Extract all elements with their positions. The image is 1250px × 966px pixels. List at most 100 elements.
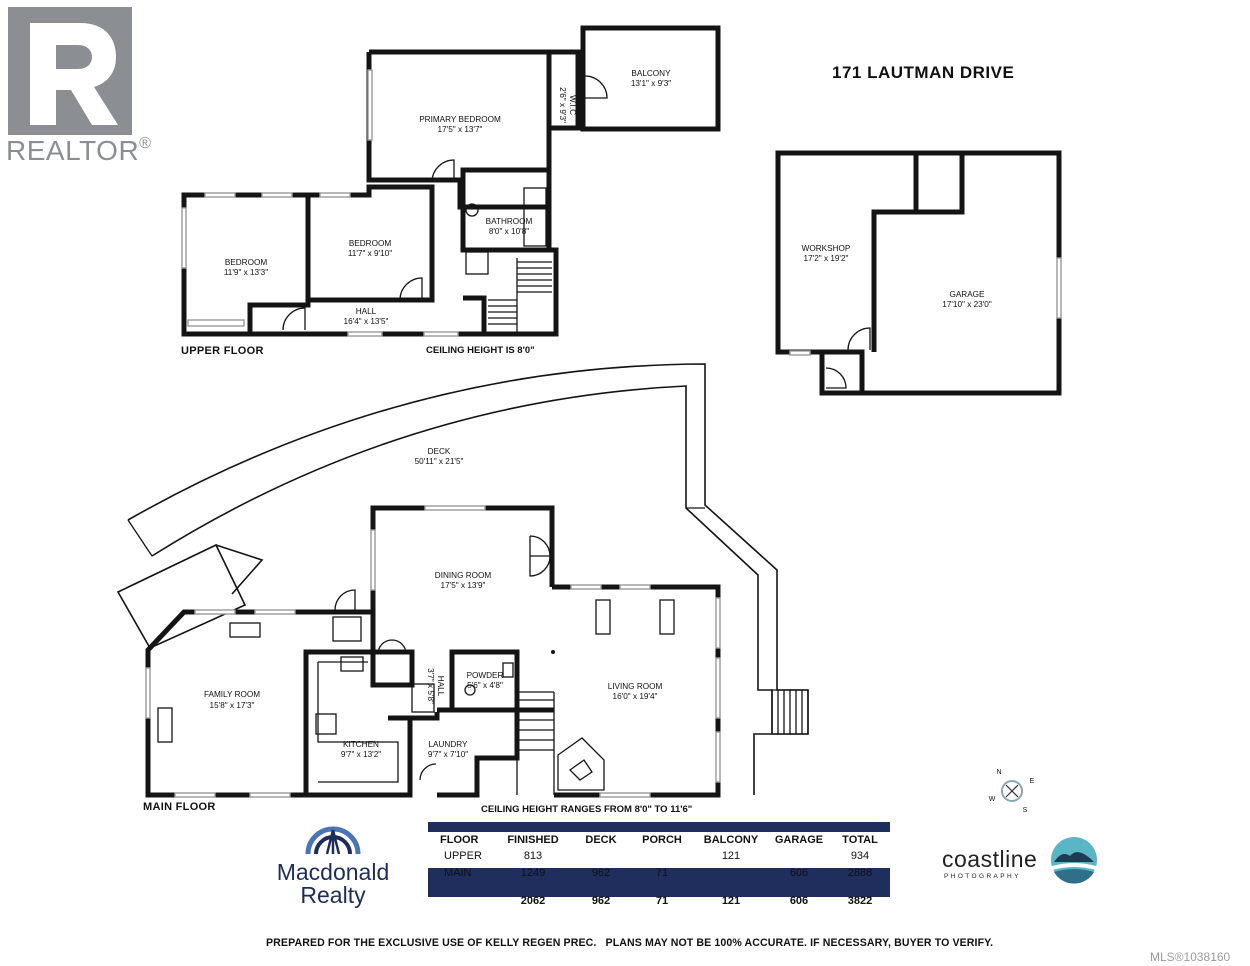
dining-name: DINING ROOM xyxy=(435,571,492,580)
table-totals-row: 2062 962 71 121 606 3822 xyxy=(428,892,890,909)
primary-bedroom-name: PRIMARY BEDROOM xyxy=(419,115,501,124)
bathroom-size: 8'0" x 10'8" xyxy=(489,227,529,236)
compass-icon: N S E W xyxy=(989,769,1035,814)
workshop-size: 17'2" x 19'2" xyxy=(804,254,849,263)
table-cell xyxy=(694,864,768,881)
table-header: TOTAL xyxy=(842,834,878,846)
coastline-wave-icon xyxy=(1051,837,1097,884)
table-cell xyxy=(768,847,830,864)
laundry-name: LAUNDRY xyxy=(429,740,469,749)
main-ceiling-note: CEILING HEIGHT RANGES FROM 8'0" TO 11'6" xyxy=(481,804,693,815)
table-cell: 962 xyxy=(591,866,611,879)
living-name: LIVING ROOM xyxy=(608,682,663,691)
table-header: FINISHED xyxy=(507,834,559,846)
macdonald-word: Macdonald xyxy=(276,859,390,885)
table-row: MAIN 1249 962 71 606 2888 xyxy=(428,864,890,881)
disclaimer: PREPARED FOR THE EXCLUSIVE USE OF KELLY … xyxy=(266,937,994,949)
upper-floor-plan xyxy=(181,25,721,337)
table-header: FLOOR xyxy=(440,834,479,846)
deck-name: DECK xyxy=(428,447,451,456)
balcony-name: BALCONY xyxy=(631,69,671,78)
table-cell: 962 xyxy=(591,894,611,907)
realty-word: Realty xyxy=(300,882,366,908)
table-cell: 1249 xyxy=(520,866,546,879)
table-cell: 606 xyxy=(789,894,809,907)
table-cell: MAIN xyxy=(444,866,472,879)
compass-n: N xyxy=(996,769,1001,776)
hall-upper-name: HALL xyxy=(356,307,377,316)
bathroom-name: BATHROOM xyxy=(486,217,533,226)
hall-main-size: 3'7" x 5'8" xyxy=(426,668,435,704)
bedroom1-size: 11'9" x 13'3" xyxy=(224,268,268,277)
garage-plan xyxy=(775,150,1062,396)
compass-w: W xyxy=(989,796,996,803)
family-size: 15'8" x 17'3" xyxy=(210,701,255,710)
workshop-name: WORKSHOP xyxy=(802,244,851,253)
realtor-text: REALTOR xyxy=(6,135,140,166)
laundry-size: 9'7" x 7'10" xyxy=(428,750,468,759)
balcony-size: 13'1" x 9'3" xyxy=(631,79,671,88)
compass-s: S xyxy=(1023,807,1028,814)
table-cell: 71 xyxy=(655,894,669,907)
hall-main-name: HALL xyxy=(436,676,445,697)
coastline-word: coastline xyxy=(942,846,1038,872)
macdonald-realty-logo: Macdonald Realty xyxy=(268,822,398,908)
table-mid-band xyxy=(428,868,890,885)
compass-e: E xyxy=(1030,778,1035,785)
main-floor-plan xyxy=(145,505,721,798)
deck-size: 50'11" x 21'5" xyxy=(415,457,464,466)
garage-size: 17'10" x 23'0" xyxy=(942,300,992,309)
bedroom2-name: BEDROOM xyxy=(349,239,391,248)
realtor-logo: REALTOR® xyxy=(6,7,151,167)
kitchen-size: 9'7" x 13'2" xyxy=(341,750,381,759)
bedroom2-size: 11'7" x 9'10" xyxy=(348,249,392,258)
realtor-r-icon xyxy=(8,7,132,135)
wic-name: W.I.C xyxy=(568,95,577,115)
realtor-mark: ® xyxy=(139,135,152,152)
mls-number: MLS®1038160 xyxy=(1150,950,1231,964)
table-cell xyxy=(630,847,694,864)
table-header: BALCONY xyxy=(703,834,759,846)
table-cell: 934 xyxy=(850,849,870,862)
property-address: 171 LAUTMAN DRIVE xyxy=(832,63,1015,82)
kitchen-name: KITCHEN xyxy=(343,740,379,749)
table-cell: 3822 xyxy=(847,894,873,907)
macdonald-compass-icon xyxy=(305,826,361,855)
table-header: GARAGE xyxy=(774,834,824,846)
primary-bedroom-size: 17'5" x 13'7" xyxy=(438,125,483,134)
table-top-band xyxy=(428,822,890,832)
table-cell: 121 xyxy=(721,849,741,862)
coastline-logo: coastline PHOTOGRAPHY xyxy=(942,836,1102,884)
upper-floor-label: UPPER FLOOR xyxy=(181,345,264,357)
upper-ceiling-note: CEILING HEIGHT IS 8'0" xyxy=(426,345,535,356)
powder-name: POWDER xyxy=(467,671,504,680)
table-cell: 71 xyxy=(655,866,669,879)
table-cell: UPPER xyxy=(444,849,482,862)
wic-size: 2'6" x 9'3" xyxy=(558,87,567,123)
coastline-sub: PHOTOGRAPHY xyxy=(944,873,1021,880)
table-header: PORCH xyxy=(642,834,682,846)
area-summary-table: FLOOR FINISHED DECK PORCH BALCONY GARAGE… xyxy=(428,833,890,909)
family-name: FAMILY ROOM xyxy=(204,690,260,699)
table-bottom-band xyxy=(428,885,890,897)
table-cell: 2888 xyxy=(847,866,873,879)
table-cell: 606 xyxy=(789,866,809,879)
garage-name: GARAGE xyxy=(949,290,985,299)
table-cell: 2062 xyxy=(520,894,546,907)
table-header: DECK xyxy=(585,834,617,846)
table-header-row: FLOOR FINISHED DECK PORCH BALCONY GARAGE… xyxy=(428,833,890,847)
bedroom1-name: BEDROOM xyxy=(225,258,267,267)
hall-upper-size: 16'4" x 13'5" xyxy=(344,317,389,326)
table-row: UPPER 813 121 934 xyxy=(428,847,890,864)
table-cell: 121 xyxy=(721,894,741,907)
table-cell xyxy=(428,892,494,909)
powder-size: 5'6" x 4'8" xyxy=(467,681,503,690)
deck-plan xyxy=(116,363,809,795)
table-cell: 813 xyxy=(523,849,543,862)
dining-size: 17'5" x 13'9" xyxy=(441,581,486,590)
room-labels: PRIMARY BEDROOM 17'5" x 13'7" W.I.C 2'6"… xyxy=(204,69,992,759)
living-size: 16'0" x 19'4" xyxy=(613,692,658,701)
table-cell xyxy=(572,847,630,864)
main-floor-label: MAIN FLOOR xyxy=(143,801,216,813)
